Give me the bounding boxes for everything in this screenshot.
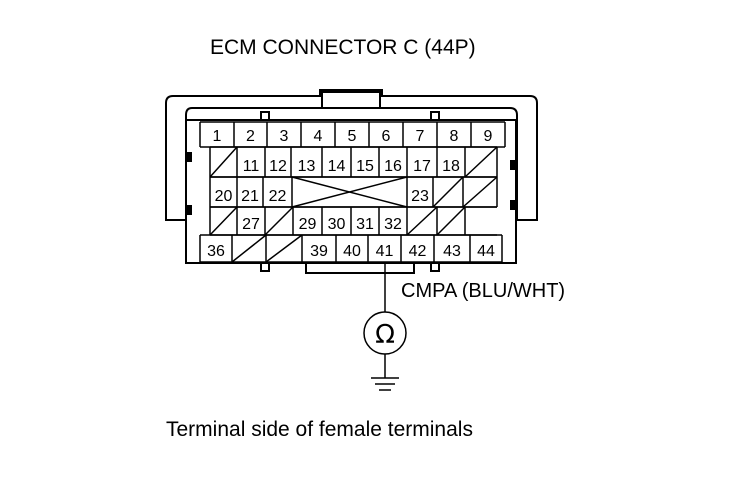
wire-label: CMPA (BLU/WHT) [401,280,566,302]
terminal-21: 21 [241,188,259,205]
terminal-6: 6 [382,128,391,145]
terminal-43: 43 [443,243,461,260]
terminal-7: 7 [416,128,425,145]
terminal-5: 5 [348,128,357,145]
terminal-12: 12 [269,158,287,175]
terminal-29: 29 [299,216,317,233]
terminal-31: 31 [356,216,374,233]
terminal-17: 17 [413,158,431,175]
terminal-3: 3 [280,128,289,145]
terminal-9: 9 [484,128,493,145]
terminal-4: 4 [314,128,323,145]
connector-latch [321,91,381,109]
terminal-2: 2 [246,128,255,145]
terminal-44: 44 [477,243,495,260]
terminal-36: 36 [207,243,225,260]
terminal-20: 20 [215,188,233,205]
terminal-39: 39 [310,243,328,260]
terminal-27: 27 [242,216,260,233]
terminal-41: 41 [376,243,394,260]
terminal-11: 11 [243,158,260,175]
caption: Terminal side of female terminals [166,418,473,441]
connector-housing [165,89,538,221]
terminal-30: 30 [328,216,346,233]
terminal-14: 14 [328,158,346,175]
bottom-rib [305,262,415,274]
terminal-8: 8 [450,128,459,145]
terminal-16: 16 [384,158,402,175]
terminal-15: 15 [356,158,374,175]
terminal-32: 32 [384,216,402,233]
terminal-18: 18 [442,158,460,175]
terminal-23: 23 [411,188,429,205]
terminal-22: 22 [269,188,287,205]
terminal-42: 42 [409,243,427,260]
terminal-grid [199,121,506,263]
terminal-40: 40 [343,243,361,260]
connector-title: ECM CONNECTOR C (44P) [210,36,476,59]
terminal-1: 1 [213,128,222,145]
terminal-13: 13 [298,158,316,175]
ohm-icon: Ω [375,320,395,350]
